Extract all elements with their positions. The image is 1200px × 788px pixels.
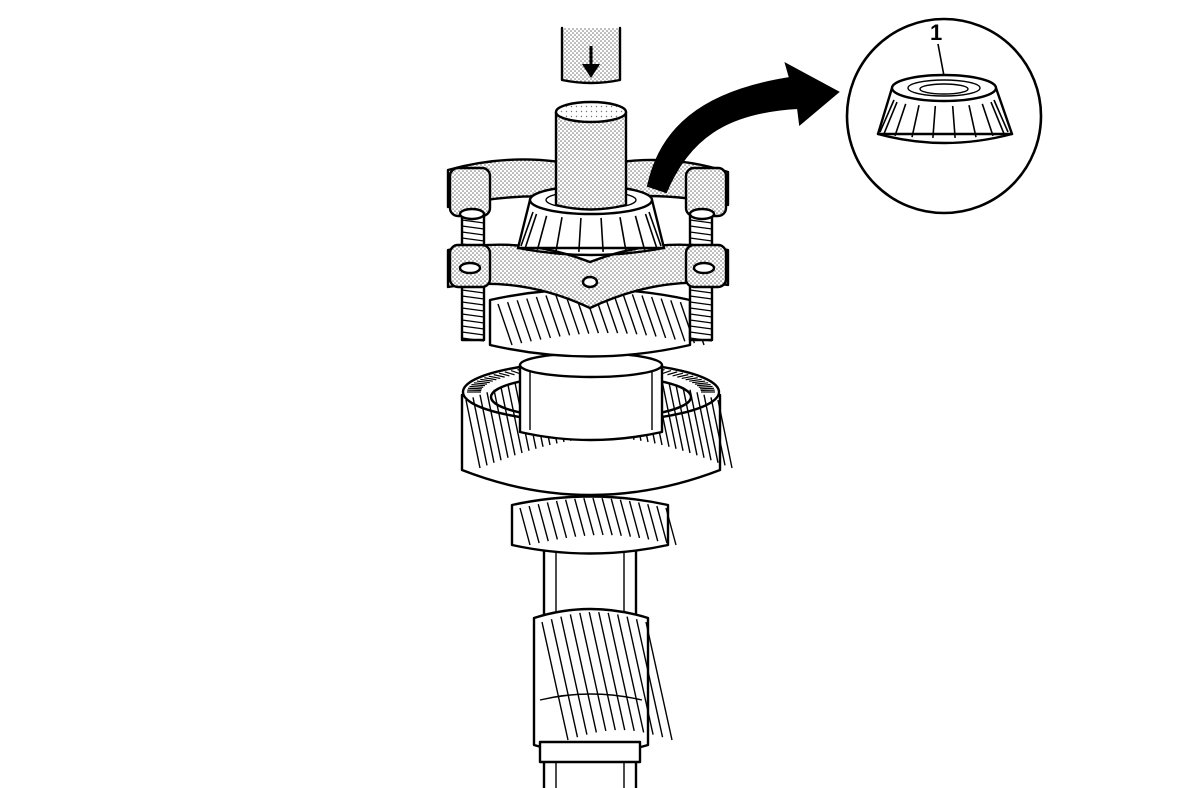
tapered-roller-bearing — [876, 73, 1014, 145]
lower-helical-gear — [532, 607, 673, 764]
press-ram — [560, 26, 622, 85]
pinion-gear — [510, 495, 677, 555]
shaft-end — [554, 100, 628, 211]
down-arrow-icon — [582, 64, 600, 78]
upper-helical-gear — [488, 287, 705, 358]
detail-inset: 1 — [845, 17, 1043, 215]
callout-1-label: 1 — [930, 20, 942, 45]
spacer-hub — [518, 351, 664, 442]
detail-pointer-arrow — [646, 61, 840, 194]
